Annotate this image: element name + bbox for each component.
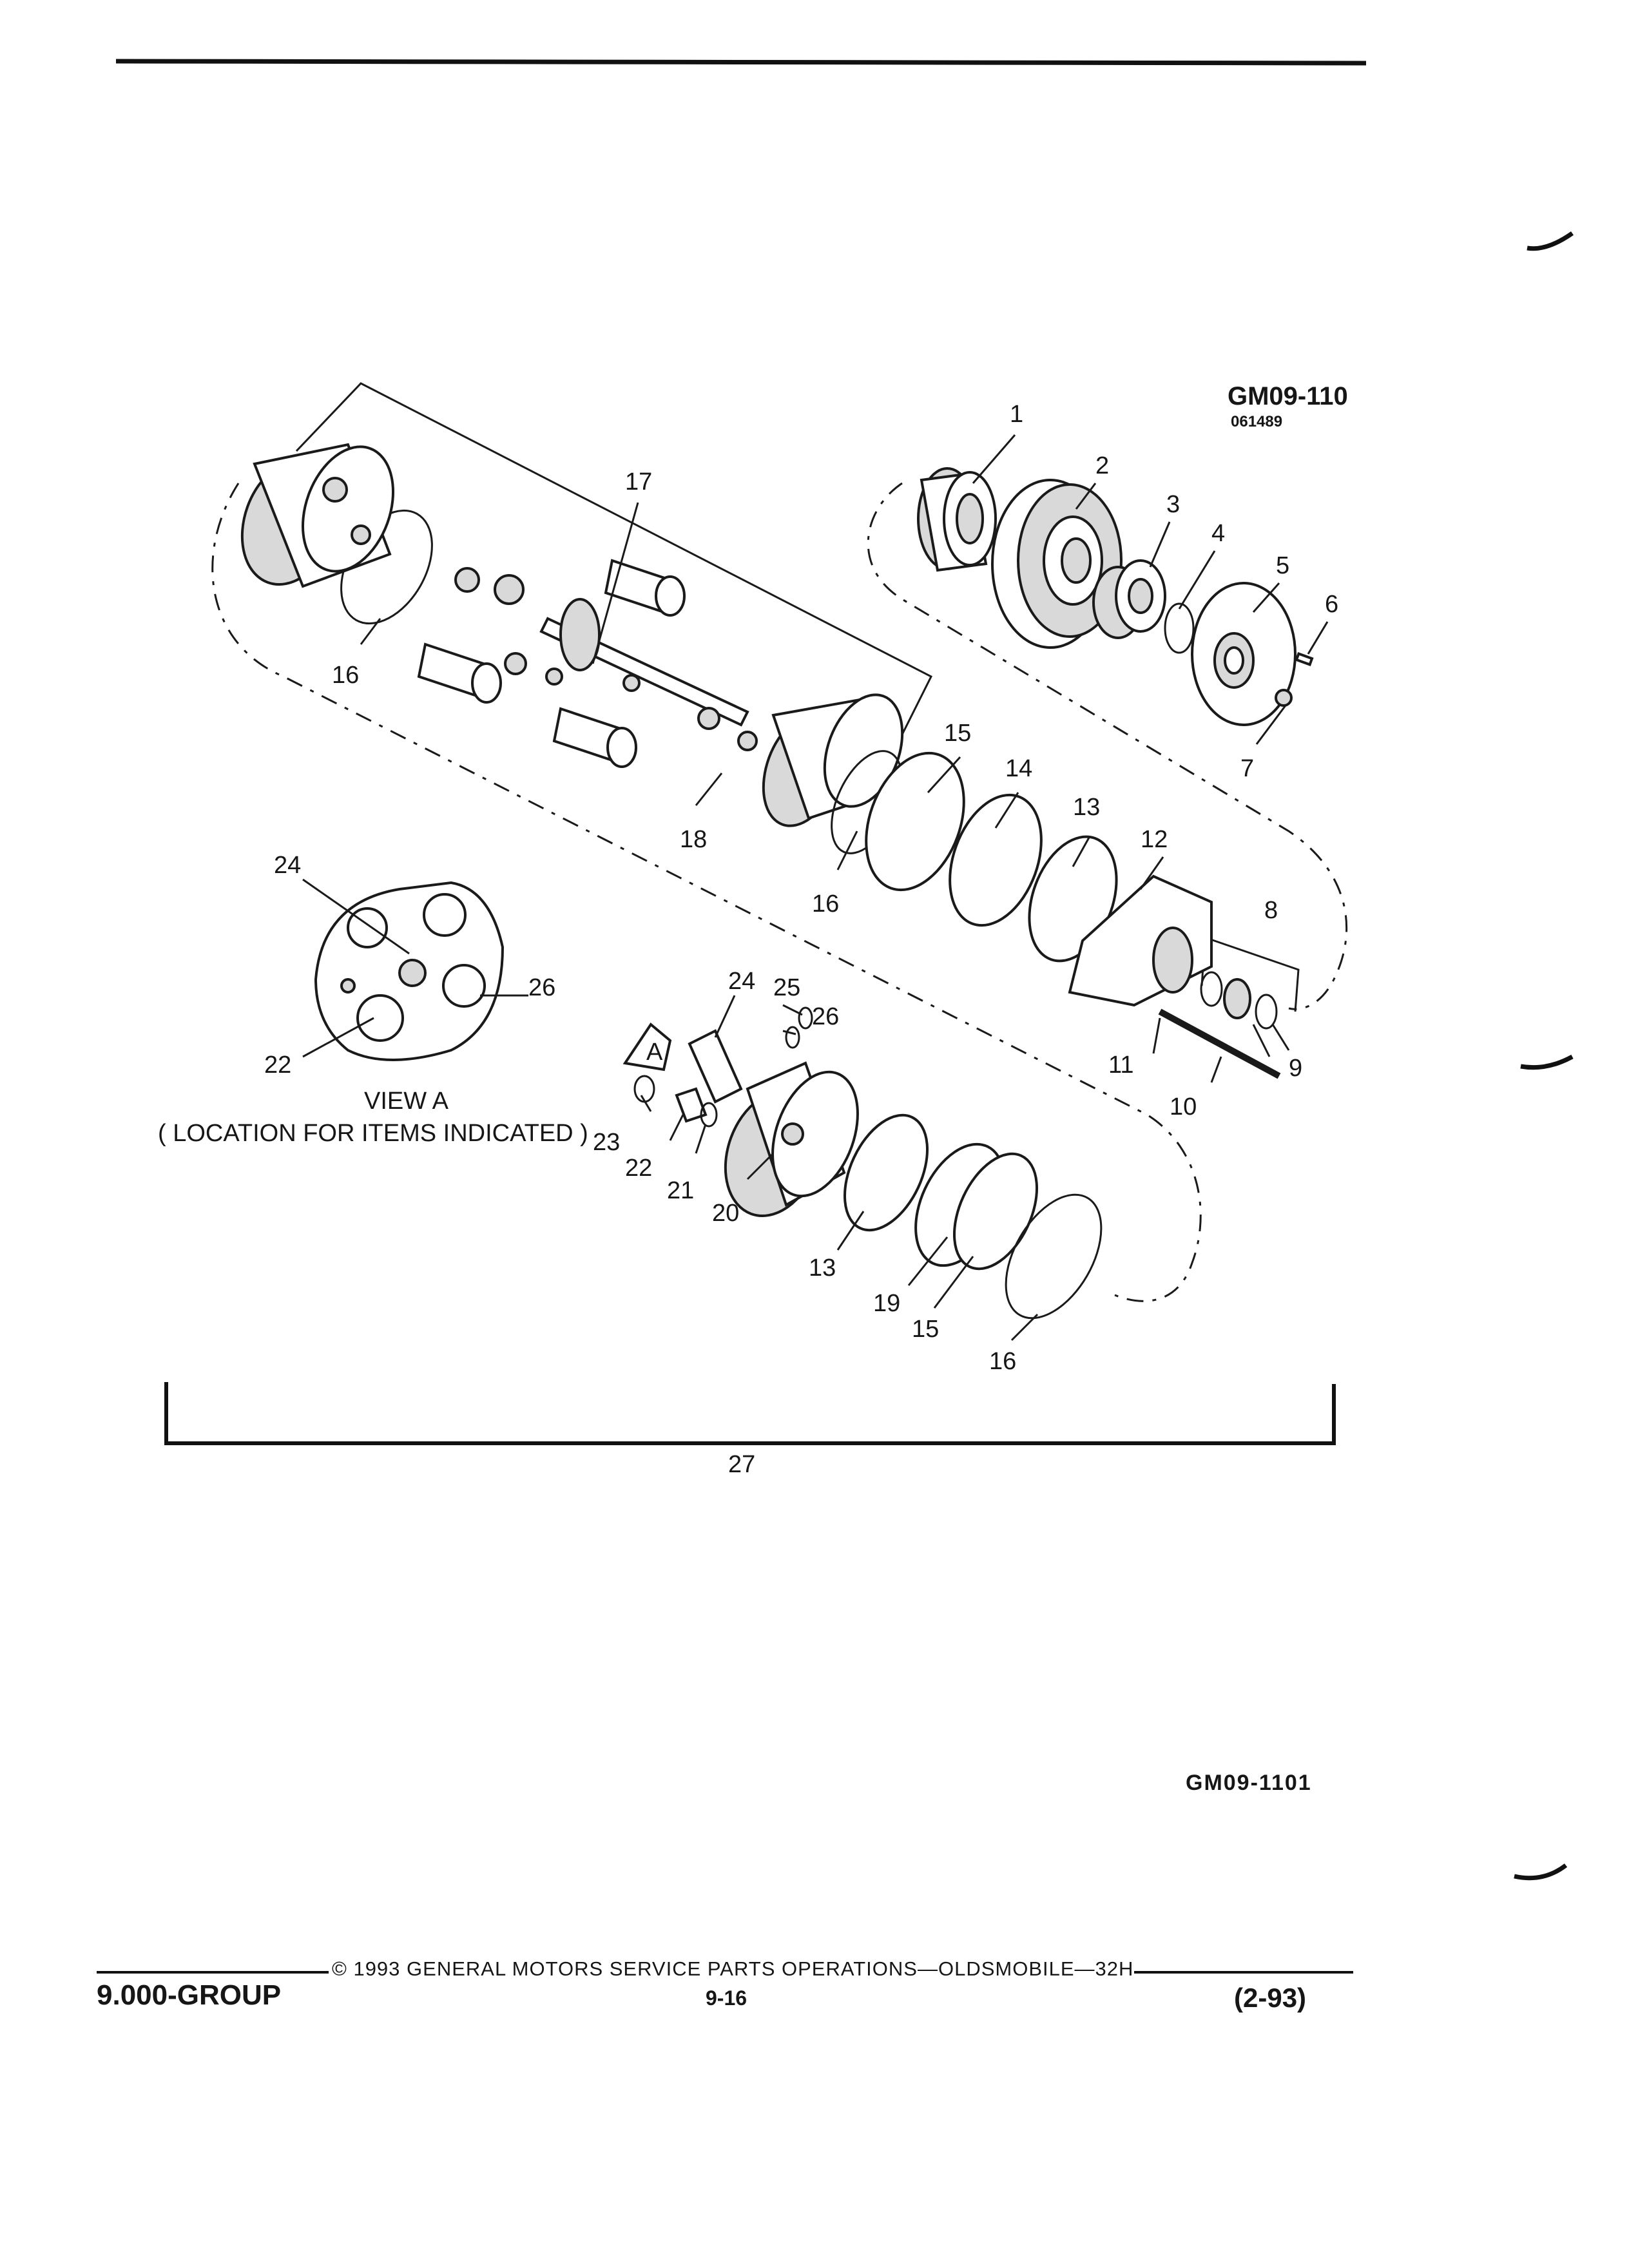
callout-13b: 13 [809,1254,836,1282]
assembly-path-lower [211,483,1202,1302]
key-part [1295,651,1314,667]
gasket-part-b [843,1113,929,1232]
callout-labels: 1 2 3 4 5 6 7 8 9 10 11 12 13 13 14 15 1… [264,401,1338,1478]
view-a-title: VIEW A [364,1088,448,1115]
callout-26b: 26 [812,1003,839,1030]
oring-small-a [798,1006,813,1030]
callout-25: 25 [773,974,800,1001]
callout-16c: 16 [989,1348,1016,1375]
bearing-part [1092,559,1166,639]
assembly-path-upper [867,482,1348,1010]
callout-15a: 15 [944,720,971,747]
pulley-part [991,479,1123,649]
margin-mark-2 [1520,1054,1574,1070]
callout-16b: 16 [812,890,839,918]
clutch-coil-part [917,467,997,572]
callout-16a: 16 [332,662,359,689]
reference-code: GM09-110 [1228,382,1348,410]
callout-9: 9 [1289,1055,1302,1082]
rear-head-part [724,1061,859,1217]
callout-6: 6 [1325,591,1338,618]
revision-date: (2-93) [1234,1983,1307,2013]
callout-24b: 24 [728,968,755,995]
callout-2: 2 [1095,452,1109,479]
callout-19: 19 [873,1290,900,1317]
relief-valve-part [675,1087,708,1123]
callout-26a: 26 [528,974,555,1001]
callout-4: 4 [1211,520,1225,547]
bracket-27 [164,1382,1336,1445]
callout-24a: 24 [274,852,301,879]
cylinder-front-part [762,693,904,827]
leader-lines [302,434,1329,1341]
footer-rule-left [97,1971,329,1974]
drive-plate-part [1191,582,1296,726]
callout-17: 17 [625,468,652,495]
figure-id: GM09-1101 [1186,1771,1312,1795]
callout-10: 10 [1170,1093,1197,1120]
callout-22a: 22 [264,1052,291,1079]
margin-mark-1 [1527,231,1574,251]
callout-8: 8 [1264,897,1278,924]
callout-5: 5 [1276,552,1289,579]
svg-text:A: A [646,1039,663,1066]
callout-18: 18 [680,826,707,853]
page-number: 9-16 [706,1986,747,2010]
oring-small-b [785,1026,800,1049]
shaft-piston-assembly [417,559,758,768]
rear-housing-part [240,443,395,588]
oring-small-c [700,1102,718,1128]
retainer-ring-part [633,1075,655,1103]
copyright-notice: © 1993 GENERAL MOTORS SERVICE PARTS OPER… [332,1957,1134,1980]
callout-14: 14 [1005,755,1032,782]
margin-mark-3 [1514,1863,1568,1881]
snap-ring-part [1164,602,1195,654]
valve-plate-part-a [865,751,965,892]
callout-23: 23 [593,1129,620,1156]
view-a-housing [314,881,505,1061]
reference-date: 061489 [1231,413,1283,430]
seal-part-c [1255,994,1278,1030]
group-label: 9.000-GROUP [97,1979,282,2011]
footer-rule-right [1134,1971,1353,1974]
callout-12: 12 [1141,826,1168,853]
callout-7: 7 [1240,755,1254,782]
reed-valve-part [949,793,1043,927]
callout-21: 21 [667,1177,694,1204]
seal-part-a [1200,971,1223,1007]
bracket-17 [295,382,933,761]
view-a-marker: A [622,1023,672,1072]
seal-part-b [1223,978,1251,1019]
callout-13a: 13 [1073,794,1100,821]
view-a-location-note: ( LOCATION FOR ITEMS INDICATED ) [158,1120,588,1147]
top-rule [115,59,1367,66]
pressure-switch-part [688,1029,743,1104]
nut-part [1275,689,1293,707]
front-head-part [1068,874,1213,1007]
callout-1: 1 [1010,401,1023,428]
callout-15b: 15 [912,1316,939,1343]
callout-22b: 22 [625,1155,652,1182]
through-bolt-part [1158,1008,1281,1079]
callout-27: 27 [728,1451,755,1478]
callout-3: 3 [1166,491,1180,518]
callout-20: 20 [712,1200,739,1227]
callout-11: 11 [1108,1052,1133,1079]
oring-part-c [1005,1193,1103,1320]
